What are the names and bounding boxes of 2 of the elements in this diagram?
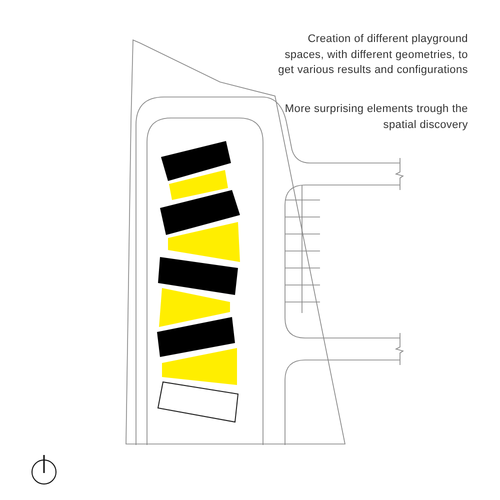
annotation-text: More surprising elements trough the spatial discovery	[284, 102, 468, 132]
annotation-text: Creation of different playground spaces, with different geometries, to get various results and configurations	[277, 32, 468, 78]
